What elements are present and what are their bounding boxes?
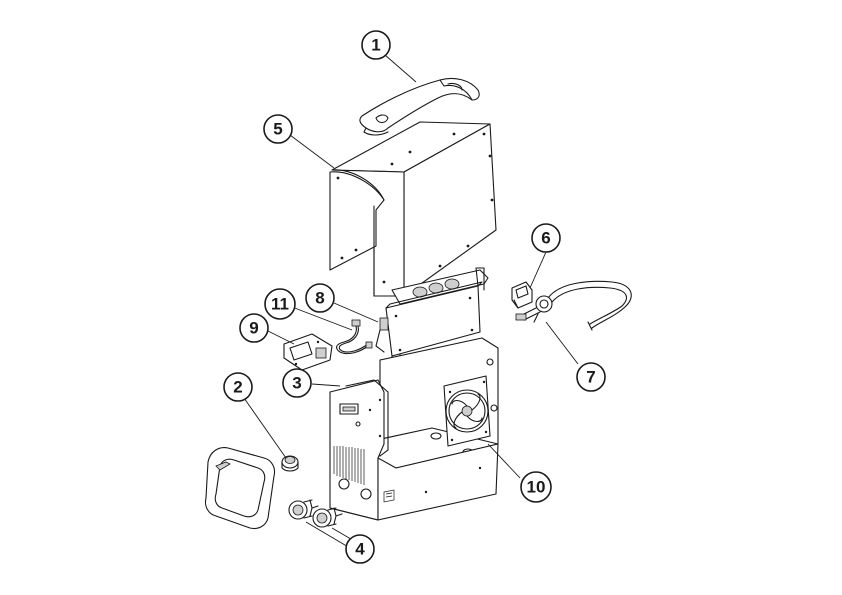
- callout-9-label: 9: [249, 319, 258, 338]
- vent-grille: [333, 446, 365, 485]
- callout-2-label: 2: [233, 378, 242, 397]
- callout-10-label: 10: [527, 478, 546, 497]
- callout-7: 7: [576, 362, 606, 392]
- front-frame-part: [204, 447, 276, 530]
- callout-4: 4: [345, 534, 375, 564]
- output-connectors-part: [288, 499, 343, 528]
- knob-part: [281, 455, 299, 472]
- cable-part: [335, 319, 373, 355]
- callout-11: 11: [264, 288, 296, 320]
- callout-3: 3: [282, 368, 312, 398]
- callout-5: 5: [263, 114, 293, 144]
- callout-9: 9: [239, 313, 269, 343]
- callout-6: 6: [531, 223, 561, 253]
- callout-8: 8: [305, 283, 335, 313]
- callout-1-label: 1: [371, 36, 380, 55]
- callout-4-label: 4: [355, 540, 365, 559]
- fan-part: [443, 375, 491, 447]
- connector-right: [312, 507, 343, 528]
- power-cable-part: [515, 280, 632, 331]
- cover-part: [329, 121, 497, 297]
- connector-left: [288, 499, 319, 520]
- display-board-part: [283, 333, 333, 371]
- chassis-part: [329, 337, 499, 521]
- callout-5-label: 5: [273, 120, 282, 139]
- callout-3-label: 3: [292, 374, 301, 393]
- callout-1: 1: [361, 30, 391, 60]
- handle-part: [359, 77, 480, 136]
- callout-10: 10: [520, 471, 552, 503]
- callout-2: 2: [223, 372, 253, 402]
- callout-11-label: 11: [271, 295, 289, 314]
- leader-lines: [243, 54, 579, 549]
- pcb-assembly-part: [375, 267, 489, 381]
- callout-6-label: 6: [541, 229, 550, 248]
- power-switch-part: [511, 281, 533, 309]
- callout-7-label: 7: [586, 368, 595, 387]
- callout-8-label: 8: [315, 289, 324, 308]
